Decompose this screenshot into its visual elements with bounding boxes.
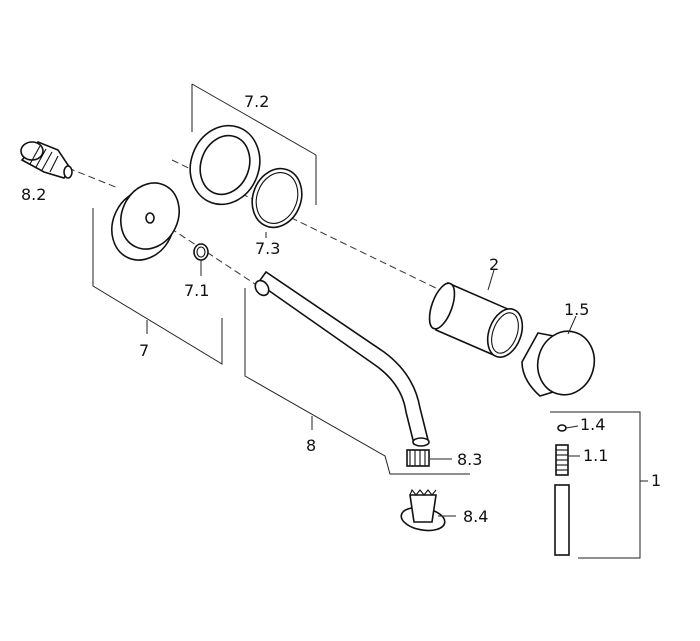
axis-line-lower [151, 215, 259, 287]
part-1-5-handle [521, 330, 596, 397]
connector-tip [63, 165, 73, 179]
part-7-1-o-ring [193, 243, 209, 261]
cartridge-shaft [554, 484, 570, 556]
bracket-1 [550, 411, 641, 559]
label-7-1: 7.1 [184, 281, 209, 300]
part-2-sleeve [428, 281, 524, 358]
part-7-3-seal [251, 167, 303, 229]
part-1-cartridge-set [554, 424, 570, 556]
label-8: 8 [306, 436, 316, 455]
brackets [92, 83, 648, 559]
thread-3 [41, 151, 53, 171]
label-8-4: 8.4 [463, 507, 488, 526]
plate-hole [145, 212, 155, 224]
key-body [409, 494, 437, 523]
thread-2 [35, 148, 47, 168]
leader-1-4 [565, 425, 579, 429]
bracket-7 [92, 208, 223, 365]
axis-line-upper-left [67, 167, 119, 189]
label-1-1: 1.1 [583, 446, 608, 465]
leader-2 [487, 269, 495, 291]
label-7-3: 7.3 [255, 239, 280, 258]
bracket-7-2-top [191, 83, 317, 156]
part-8-2-threaded-connector [20, 141, 73, 179]
seal-inner [255, 172, 299, 224]
label-8-3: 8.3 [457, 450, 482, 469]
handle-face [536, 330, 596, 396]
bracket-8 [244, 288, 470, 475]
part-7-escutcheon-plate [111, 182, 180, 261]
label-2: 2 [489, 255, 499, 274]
label-1-5: 1.5 [564, 300, 589, 319]
connector-face [20, 141, 44, 161]
ring-inner [199, 134, 251, 196]
part-1-4-small-ring [557, 424, 567, 432]
seal-outer [251, 167, 303, 229]
label-7-2: 7.2 [244, 92, 269, 111]
key-teeth [409, 488, 437, 496]
part-8-3-aerator [406, 449, 430, 467]
spout-inlet [254, 279, 270, 297]
label-8-2: 8.2 [21, 185, 46, 204]
o-ring-small [193, 243, 209, 261]
sleeve-back [428, 282, 456, 330]
part-7-2-ring [189, 124, 261, 206]
leader-1-5 [567, 315, 577, 335]
thread-1 [29, 145, 41, 165]
aerator-body [406, 449, 430, 467]
sleeve-front [486, 308, 524, 358]
part-8-4-aerator-key [400, 488, 446, 532]
label-7: 7 [139, 341, 149, 360]
part-labels: 8.2 7.2 7.3 7.1 7 8 2 1.5 1.4 1.1 1 8.3 … [21, 92, 661, 526]
label-1: 1 [651, 471, 661, 490]
label-1-4: 1.4 [580, 415, 605, 434]
thread-4 [49, 155, 59, 173]
o-ring-small-inner [196, 246, 206, 258]
spout-outlet [412, 437, 430, 447]
part-8-spout [254, 270, 430, 447]
spout-tube [256, 270, 429, 445]
sleeve-opening [491, 312, 519, 354]
